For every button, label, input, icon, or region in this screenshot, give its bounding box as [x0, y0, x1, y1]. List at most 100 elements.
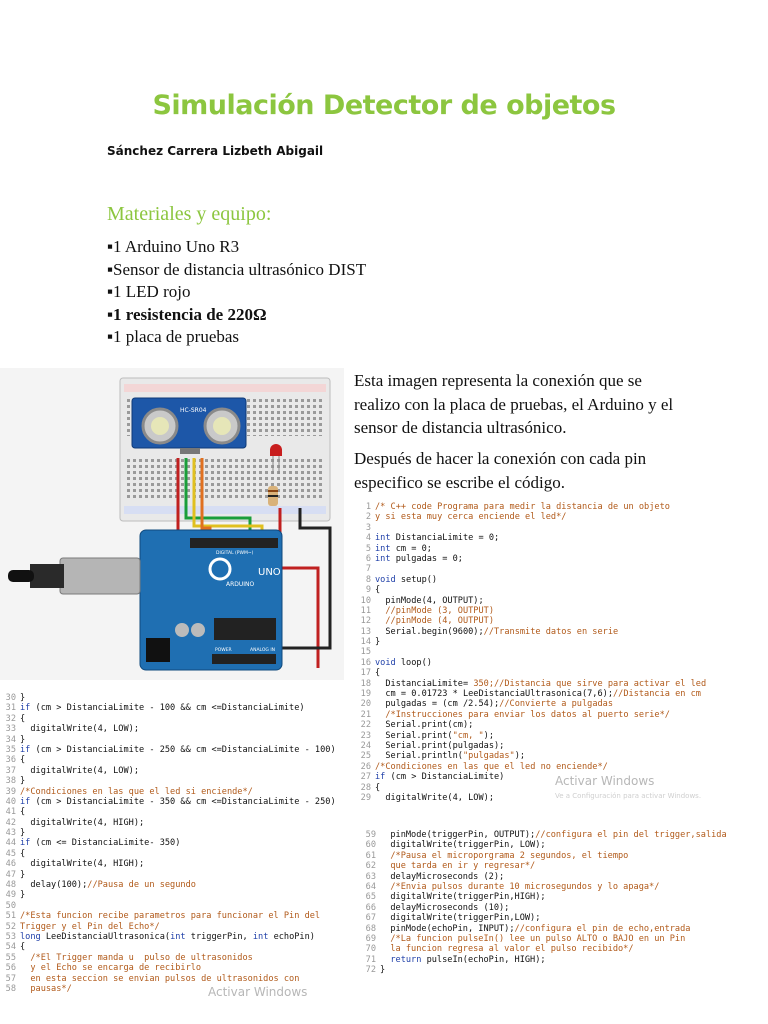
- code-token: /*Instrucciones para enviar los datos al…: [375, 709, 670, 720]
- line-number: 18: [360, 678, 371, 689]
- line-number: 46: [5, 859, 16, 870]
- code-token: }: [20, 890, 26, 901]
- line-number: 72: [365, 965, 376, 976]
- code-token: (cm > DistanciaLimite - 100 && cm <=Dist…: [30, 703, 305, 714]
- code-token: //Transmite datos en serie: [483, 626, 619, 637]
- code-token: }: [380, 965, 386, 976]
- code-token: //Distancia en cm: [613, 689, 701, 700]
- code-block-function: 59 pinMode(triggerPin, OUTPUT);//configu…: [360, 830, 760, 990]
- code-line: 45 {: [0, 849, 352, 859]
- code-token: delay(100);: [20, 880, 88, 891]
- line-number: 15: [360, 647, 371, 658]
- code-token: LeeDistanciaUltrasonica(: [40, 931, 171, 942]
- code-token: {: [375, 782, 381, 793]
- line-number: 27: [360, 772, 371, 783]
- material-item: ▪1 resistencia de 220Ω: [107, 304, 267, 324]
- code-line: 62 que tarda en ir y regresar*/: [360, 861, 760, 871]
- board-model: UNO: [258, 567, 281, 578]
- activation-watermark-bottom: Activar Windows: [208, 985, 308, 999]
- line-number: 19: [360, 689, 371, 700]
- code-token: {: [375, 668, 381, 679]
- code-token: Trigger y el Pin del Echo*/: [20, 921, 160, 932]
- line-number: 57: [5, 973, 16, 984]
- line-number: 16: [360, 657, 371, 668]
- code-token: }: [20, 776, 26, 787]
- line-number: 40: [5, 796, 16, 807]
- code-token: que tarda en ir y regresar*/: [380, 861, 536, 872]
- code-token: digitalWrite(4, LOW);: [20, 724, 139, 735]
- line-number: 13: [360, 626, 371, 637]
- line-number: 45: [5, 848, 16, 859]
- ultrasonic-sensor: HC-SR04: [131, 397, 247, 454]
- code-line: 66 delayMicroseconds (10);: [360, 903, 760, 913]
- code-line: 3: [355, 523, 760, 533]
- code-token: {: [20, 848, 26, 859]
- line-number: 62: [365, 861, 376, 872]
- code-line: 17{: [355, 668, 760, 678]
- line-number: 28: [360, 782, 371, 793]
- author-name: Sánchez Carrera Lizbeth Abigail: [107, 144, 324, 158]
- code-token: int: [375, 543, 391, 554]
- code-line: 64 /*Envia pulsos durante 10 microsegund…: [360, 882, 760, 892]
- code-line: 71 return pulseIn(echoPin, HIGH);: [360, 955, 760, 965]
- line-number: 43: [5, 828, 16, 839]
- line-number: 71: [365, 954, 376, 965]
- code-line: 39/*Condiciones en las que el led si enc…: [0, 787, 352, 797]
- code-line: 23 Serial.print("cm, ");: [355, 731, 760, 741]
- digital-label: DIGITAL (PWM~): [216, 550, 254, 556]
- code-token: {: [20, 755, 26, 766]
- code-line: 49}: [0, 890, 352, 900]
- description-paragraph-2: Después de hacer la conexión con cada pi…: [354, 449, 647, 492]
- code-token: }: [20, 693, 26, 703]
- code-token: pinMode(echoPin, INPUT);: [380, 923, 515, 934]
- line-number: 11: [360, 605, 371, 616]
- line-number: 5: [365, 543, 371, 554]
- code-token: void: [375, 574, 396, 585]
- code-line: 38}: [0, 776, 352, 786]
- material-item: ▪Sensor de distancia ultrasónico DIST: [107, 259, 367, 279]
- code-token: digitalWrite(4, HIGH);: [20, 817, 145, 828]
- code-line: 7: [355, 564, 760, 574]
- code-line: 29 digitalWrite(4, LOW);: [355, 793, 760, 803]
- code-line: 13 Serial.begin(9600);//Transmite datos …: [355, 627, 760, 637]
- code-block-setup-loop: 1/* C++ code Programa para medir la dist…: [355, 502, 760, 803]
- line-number: 44: [5, 838, 16, 849]
- line-number: 34: [5, 734, 16, 745]
- code-token: delayMicroseconds (10);: [380, 902, 510, 913]
- document-title: Simulación Detector de objetos: [152, 90, 616, 121]
- code-line: 72}: [360, 965, 760, 975]
- code-token: pulgadas = 0;: [390, 553, 463, 564]
- line-number: 53: [5, 931, 16, 942]
- line-number: 68: [365, 923, 376, 934]
- line-number: 33: [5, 724, 16, 735]
- line-number: 59: [365, 830, 376, 840]
- line-number: 30: [5, 693, 16, 703]
- code-line: 51 /*Esta funcion recibe parametros para …: [0, 911, 352, 921]
- line-number: 55: [5, 952, 16, 963]
- code-line: 56 y el Echo se encarga de recibirlo: [0, 963, 352, 973]
- code-token: /*Esta funcion recibe parametros para fu…: [20, 911, 321, 922]
- code-token: {: [20, 807, 26, 818]
- code-line: 61 /*Pausa el microporgrama 2 segundos, …: [360, 851, 760, 861]
- code-token: Serial.print(cm);: [375, 720, 474, 731]
- analog-label: ANALOG IN: [250, 647, 275, 653]
- code-line: 25 Serial.println("pulgadas");: [355, 751, 760, 761]
- line-number: 20: [360, 699, 371, 710]
- code-token: 350;//Distancia que sirve para activar e…: [473, 678, 707, 689]
- code-token: DistanciaLimite=: [375, 678, 474, 689]
- circuit-image: HC-SR04: [0, 368, 344, 680]
- line-number: 51: [5, 911, 16, 922]
- line-number: 8: [365, 574, 371, 585]
- code-token: int: [252, 931, 269, 942]
- code-line: 12 //pinMode (4, OUTPUT): [355, 616, 760, 626]
- code-token: /* C++ code Programa para medir la dista…: [375, 502, 670, 512]
- line-number: 21: [360, 709, 371, 720]
- line-number: 70: [365, 944, 376, 955]
- code-token: if: [20, 796, 31, 807]
- line-number: 69: [365, 933, 376, 944]
- line-number: 10: [360, 595, 371, 606]
- line-number: 29: [360, 792, 371, 803]
- code-token: pulseIn(echoPin, HIGH);: [421, 954, 546, 965]
- code-line: 30}: [0, 693, 352, 703]
